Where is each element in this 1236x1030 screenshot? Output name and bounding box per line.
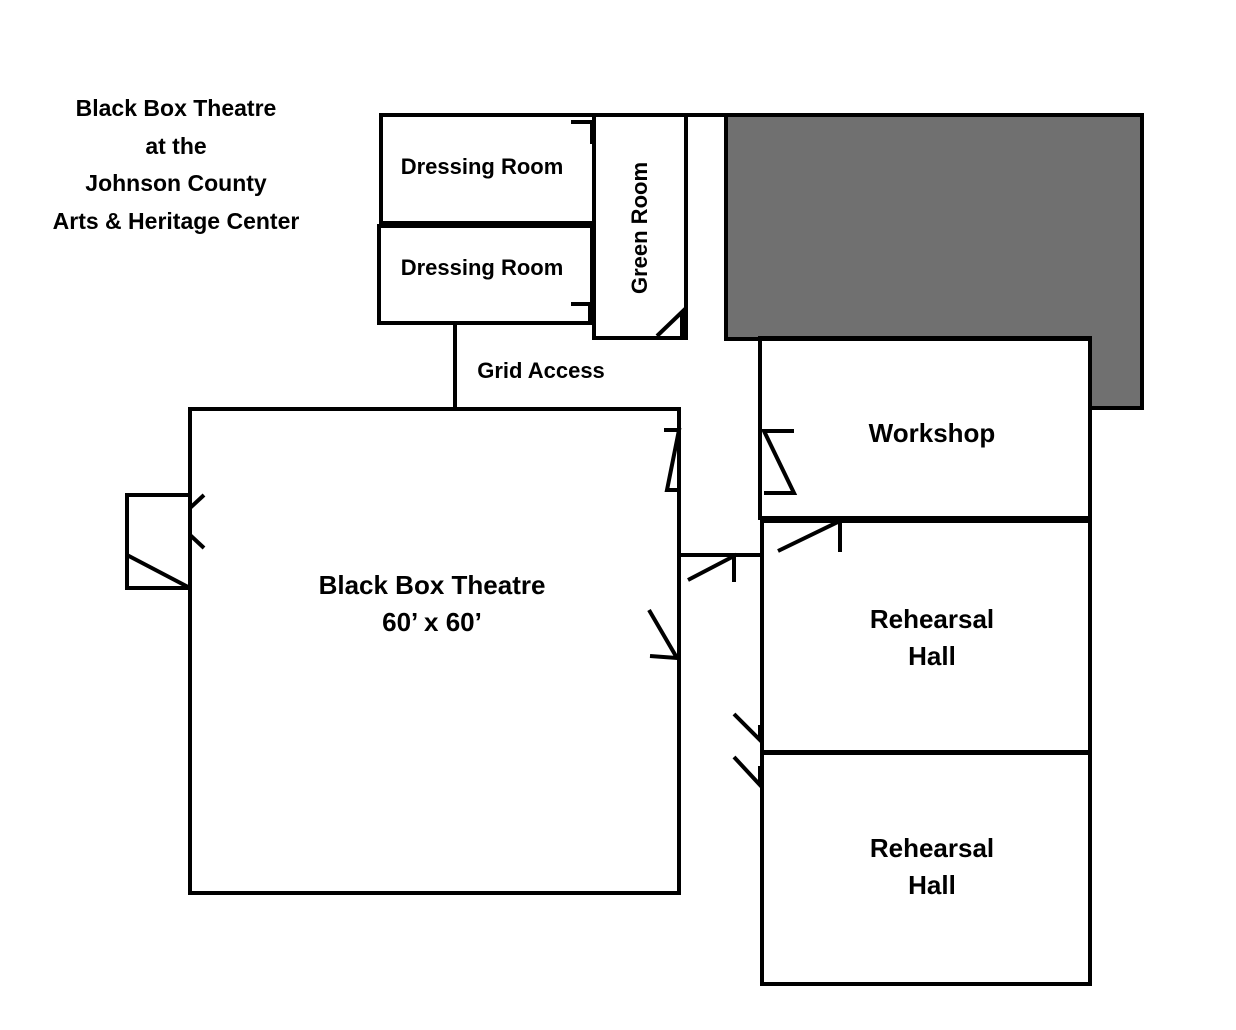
plan-title: Black Box Theatre at the Johnson County … (26, 90, 326, 240)
rehearsal-hall-2[interactable] (760, 751, 1092, 986)
door-dressing-room-2[interactable] (571, 302, 592, 321)
dressing-room-1-label: Dressing Room (401, 154, 564, 179)
door-dressing-room-1[interactable] (571, 120, 594, 144)
plan-title-line-4: Arts & Heritage Center (52, 207, 300, 234)
dressing-room-2-label: Dressing Room (401, 255, 564, 280)
door-green-room[interactable] (655, 307, 684, 338)
green-room-label: Green Room (627, 162, 652, 294)
door-workshop[interactable] (760, 429, 798, 495)
rehearsal-hall-1-label-line-2: Hall (908, 641, 956, 671)
black-box-theatre-room[interactable] (188, 407, 681, 895)
door-theatre-east[interactable] (647, 608, 681, 661)
workshop-room[interactable] (758, 336, 1092, 520)
green-room[interactable] (592, 113, 688, 340)
black-box-theatre-label: Black Box Theatre (319, 570, 546, 600)
unlabeled-shaded-area (724, 113, 1144, 410)
plan-title-line-2: at the (145, 132, 207, 159)
door-theatre-west[interactable] (188, 493, 206, 550)
door-rehearsal-hall-1-west[interactable] (732, 712, 762, 745)
west-vestibule (125, 493, 190, 590)
workshop-label: Workshop (869, 418, 996, 448)
grid-access-label: Grid Access (477, 358, 605, 383)
rehearsal-hall-1-label-line-1: Rehearsal (870, 604, 994, 634)
black-box-theatre-size: 60’ x 60’ (382, 607, 482, 637)
rehearsal-hall-2-label-line-2: Hall (908, 870, 956, 900)
plan-title-line-1: Black Box Theatre (75, 95, 277, 121)
rehearsal-hall-1[interactable] (760, 519, 1092, 754)
rehearsal-hall-2-label-line-1: Rehearsal (870, 833, 994, 863)
plan-title-line-3: Johnson County (85, 170, 267, 196)
door-theatre-northeast[interactable] (664, 428, 682, 492)
door-west-vestibule[interactable] (126, 553, 191, 590)
door-rehearsal-hall-1-north[interactable] (777, 517, 842, 553)
door-rehearsal-hall-2-west[interactable] (732, 755, 762, 791)
door-connector[interactable] (687, 552, 736, 582)
